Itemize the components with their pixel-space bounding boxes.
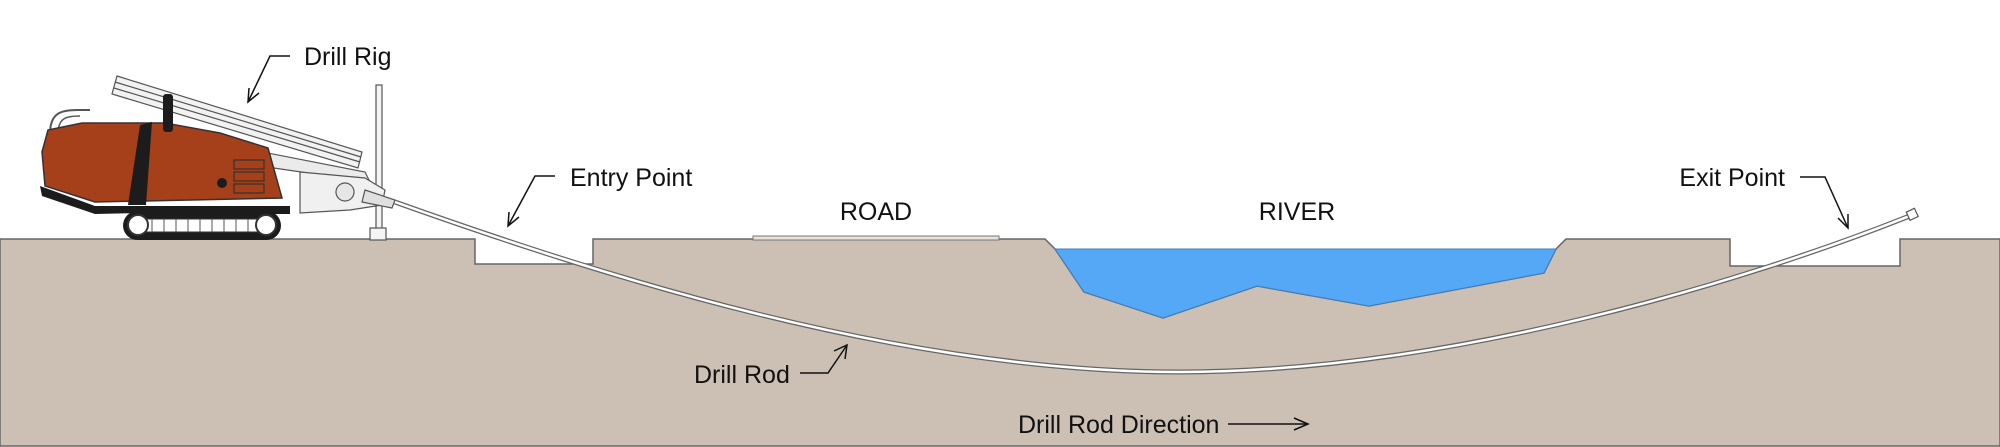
track-frame	[130, 206, 290, 214]
mast-foot	[369, 227, 387, 241]
drill-rig-leader	[247, 55, 290, 103]
entry-point-leader	[507, 175, 555, 227]
drill-rig-icon	[40, 75, 396, 241]
operator-cage	[49, 109, 90, 135]
road-surface	[752, 235, 1000, 241]
exit-rod-tip	[1905, 207, 1920, 222]
ground	[0, 238, 2000, 447]
drill-rig-label: Drill Rig	[304, 43, 392, 71]
drill-rod-direction-label: Drill Rod Direction	[1018, 411, 1219, 439]
drill-rod-highlight	[394, 200, 1913, 374]
drill-rod-label: Drill Rod	[694, 361, 790, 389]
river-label: RIVER	[1259, 198, 1335, 226]
exit-point-leader	[1800, 176, 1849, 229]
river-water	[1054, 248, 1557, 319]
mast	[375, 84, 383, 236]
drill-rod-leader	[800, 344, 848, 374]
road-label: ROAD	[840, 198, 912, 226]
exit-point-label: Exit Point	[1679, 164, 1785, 192]
exhaust-stack	[163, 94, 173, 132]
entry-point-label: Entry Point	[570, 164, 692, 192]
arrow-icon	[247, 55, 1849, 431]
rig-vents	[233, 159, 265, 194]
